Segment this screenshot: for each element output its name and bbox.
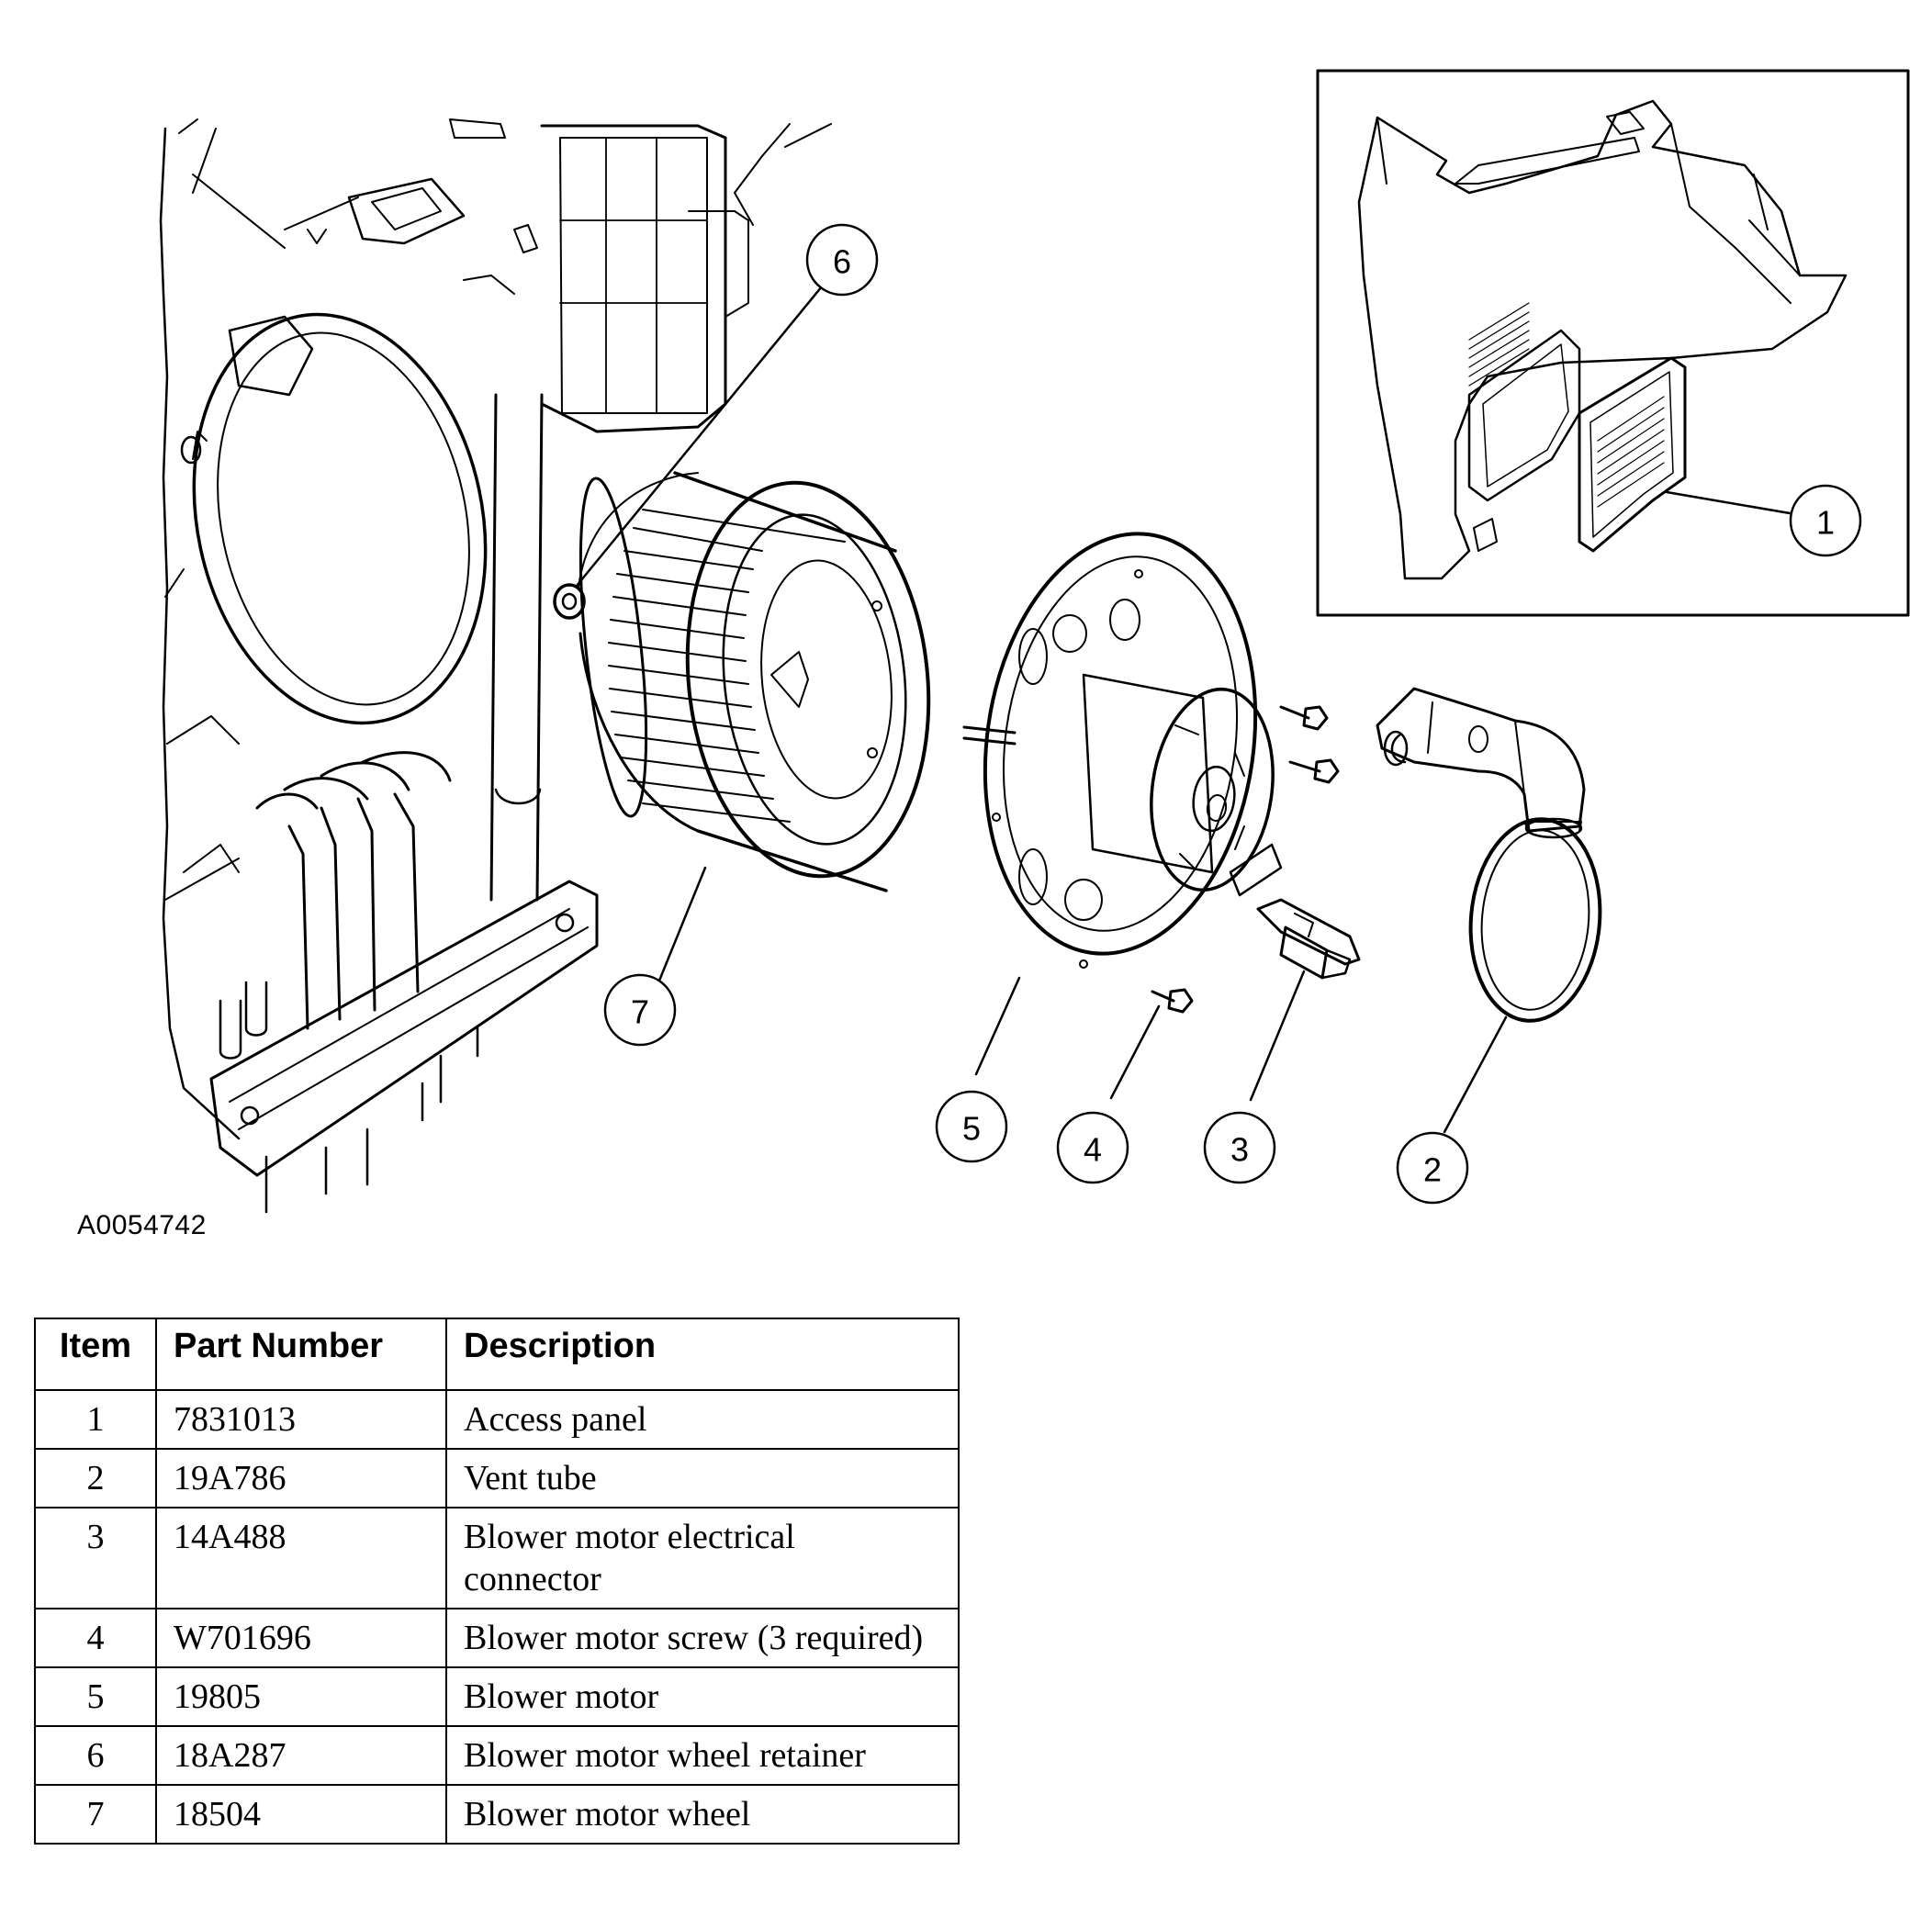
callout-6-number: 6 [833,243,851,281]
callout-1-circle [1789,484,1862,557]
blower-wheel-part [578,471,931,892]
callout-1-number: 1 [1816,504,1835,542]
table-row: 1 7831013 Access panel [34,1389,960,1450]
header-item: Item [34,1318,157,1391]
callout-7-number: 7 [631,993,649,1031]
cell-part-number: 7831013 [155,1389,447,1450]
cell-item: 6 [34,1725,157,1786]
wheel-retainer-part [553,583,586,620]
cell-item: 1 [34,1389,157,1450]
vent-tube-part [1376,687,1602,1023]
table-row: 5 19805 Blower motor [34,1666,960,1727]
table-row: 6 18A287 Blower motor wheel retainer [34,1725,960,1786]
cell-item: 7 [34,1784,157,1845]
callout-7-circle [603,973,677,1047]
cell-part-number: 14A488 [155,1507,447,1609]
figure-id: A0054742 [77,1210,207,1240]
cell-description: Vent tube [445,1448,960,1508]
cell-part-number: 18A287 [155,1725,447,1786]
electrical-connector-part [1256,898,1361,980]
cell-item: 3 [34,1507,157,1609]
callout-5-circle [935,1090,1008,1163]
callout-6-circle [805,223,879,297]
callout-2-circle [1396,1131,1469,1205]
callout-5-number: 5 [962,1110,981,1148]
cell-description: Blower motor electrical connector [445,1507,960,1609]
table-row: 7 18504 Blower motor wheel [34,1784,960,1845]
table-row: 4 W701696 Blower motor screw (3 required… [34,1608,960,1668]
table-header-row: Item Part Number Description [34,1318,960,1391]
header-description: Description [445,1318,960,1391]
leader-lines [575,285,1797,1134]
inset-vehicle-view [1316,69,1910,617]
cell-item: 2 [34,1448,157,1508]
cell-part-number: W701696 [155,1608,447,1668]
callout-4-circle [1056,1111,1129,1184]
blower-housing [159,118,832,1214]
callout-3-number: 3 [1230,1131,1249,1169]
exploded-view-diagram: 6 7 5 4 3 2 1 [159,69,1910,1214]
screws-part [1151,705,1340,1014]
cell-part-number: 19A786 [155,1448,447,1508]
callout-2-number: 2 [1423,1151,1442,1189]
parts-table: Item Part Number Description 1 7831013 A… [34,1318,960,1845]
callout-3-circle [1203,1111,1276,1184]
cell-item: 4 [34,1608,157,1668]
table-row: 2 19A786 Vent tube [34,1448,960,1508]
blower-motor-part [962,532,1283,969]
header-part-number: Part Number [155,1318,447,1391]
cell-description: Blower motor screw (3 required) [445,1608,960,1668]
cell-part-number: 19805 [155,1666,447,1727]
cell-description: Blower motor [445,1666,960,1727]
cell-description: Blower motor wheel [445,1784,960,1845]
table-row: 3 14A488 Blower motor electrical connect… [34,1507,960,1609]
cell-part-number: 18504 [155,1784,447,1845]
cell-description: Access panel [445,1389,960,1450]
cell-item: 5 [34,1666,157,1727]
callout-4-number: 4 [1084,1131,1102,1169]
cell-description: Blower motor wheel retainer [445,1725,960,1786]
